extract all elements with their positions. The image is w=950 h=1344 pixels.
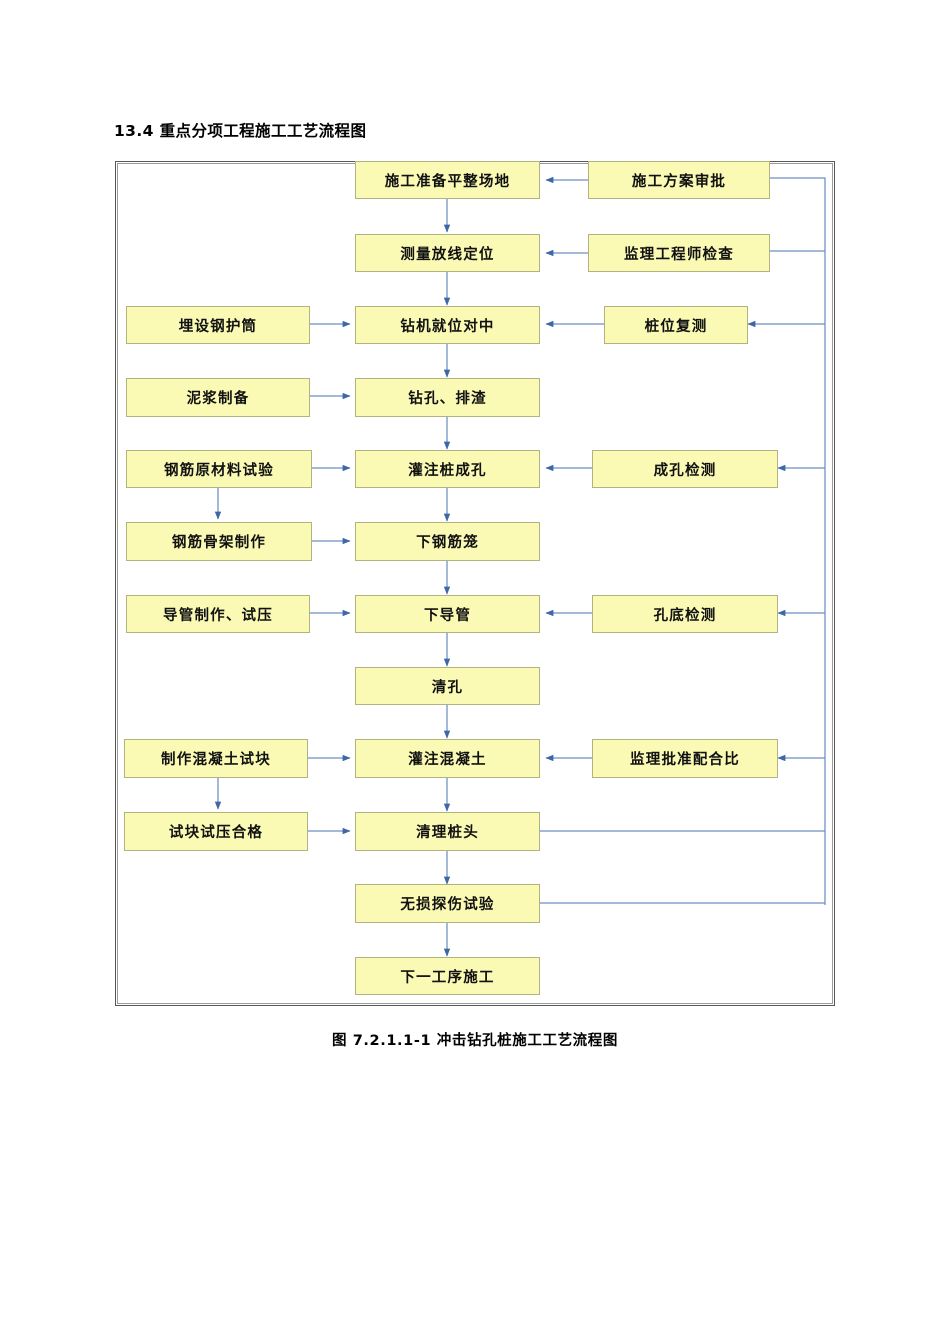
flow-node-left-6[interactable]: 制作混凝土试块 [124,739,308,778]
flow-node-center-7[interactable]: 下导管 [355,595,540,633]
flow-node-left-3[interactable]: 钢筋原材料试验 [126,450,312,488]
flow-node-center-10[interactable]: 清理桩头 [355,812,540,851]
flow-node-right-4[interactable]: 成孔检测 [592,450,778,488]
flow-node-center-4[interactable]: 钻孔、排渣 [355,378,540,417]
flow-node-center-9[interactable]: 灌注混凝土 [355,739,540,778]
flow-node-right-2[interactable]: 监理工程师检查 [588,234,770,272]
flowchart-frame [115,161,835,1006]
flow-node-left-5[interactable]: 导管制作、试压 [126,595,310,633]
section-heading: 13.4 重点分项工程施工工艺流程图 [114,122,367,140]
flow-node-center-2[interactable]: 测量放线定位 [355,234,540,272]
flow-node-center-8[interactable]: 清孔 [355,667,540,705]
flow-node-center-11[interactable]: 无损探伤试验 [355,884,540,923]
flow-node-center-12[interactable]: 下一工序施工 [355,957,540,995]
figure-caption: 图 7.2.1.1-1 冲击钻孔桩施工工艺流程图 [332,1033,618,1049]
flow-node-left-2[interactable]: 泥浆制备 [126,378,310,417]
flow-node-left-4[interactable]: 钢筋骨架制作 [126,522,312,561]
flow-node-right-1[interactable]: 施工方案审批 [588,161,770,199]
flow-node-right-3[interactable]: 桩位复测 [604,306,748,344]
flow-node-right-6[interactable]: 监理批准配合比 [592,739,778,778]
flow-node-left-1[interactable]: 埋设钢护筒 [126,306,310,344]
flow-node-center-6[interactable]: 下钢筋笼 [355,522,540,561]
flow-node-left-7[interactable]: 试块试压合格 [124,812,308,851]
flow-node-center-3[interactable]: 钻机就位对中 [355,306,540,344]
flow-node-center-5[interactable]: 灌注桩成孔 [355,450,540,488]
flow-node-center-1[interactable]: 施工准备平整场地 [355,161,540,199]
flow-node-right-5[interactable]: 孔底检测 [592,595,778,633]
